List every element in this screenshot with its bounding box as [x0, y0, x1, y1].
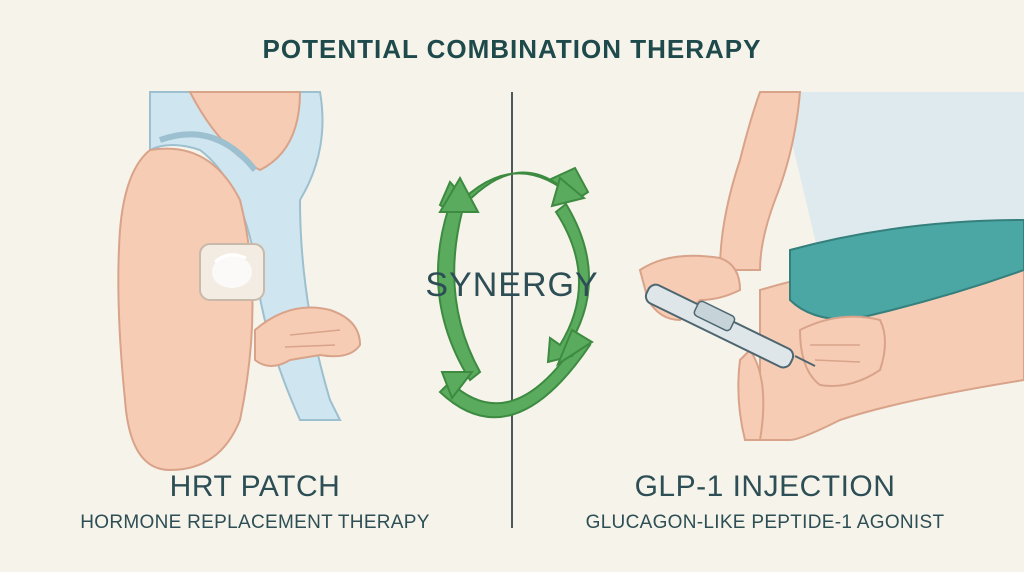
- left-figure-arm: [117, 91, 362, 472]
- right-figure-leg: [638, 91, 1024, 441]
- hrt-patch: [199, 243, 265, 301]
- glp1-pen: [644, 283, 816, 369]
- right-panel-heading: GLP-1 INJECTION: [634, 470, 896, 503]
- left-panel-subheading: HORMONE REPLACEMENT THERAPY: [80, 512, 430, 533]
- synergy-label: SYNERGY: [425, 266, 599, 304]
- page-title: POTENTIAL COMBINATION THERAPY: [262, 34, 762, 64]
- synergy-arrowheads: [438, 175, 594, 401]
- left-panel-heading: HRT PATCH: [169, 470, 341, 503]
- right-panel-subheading: GLUCAGON-LIKE PEPTIDE-1 AGONIST: [585, 512, 945, 533]
